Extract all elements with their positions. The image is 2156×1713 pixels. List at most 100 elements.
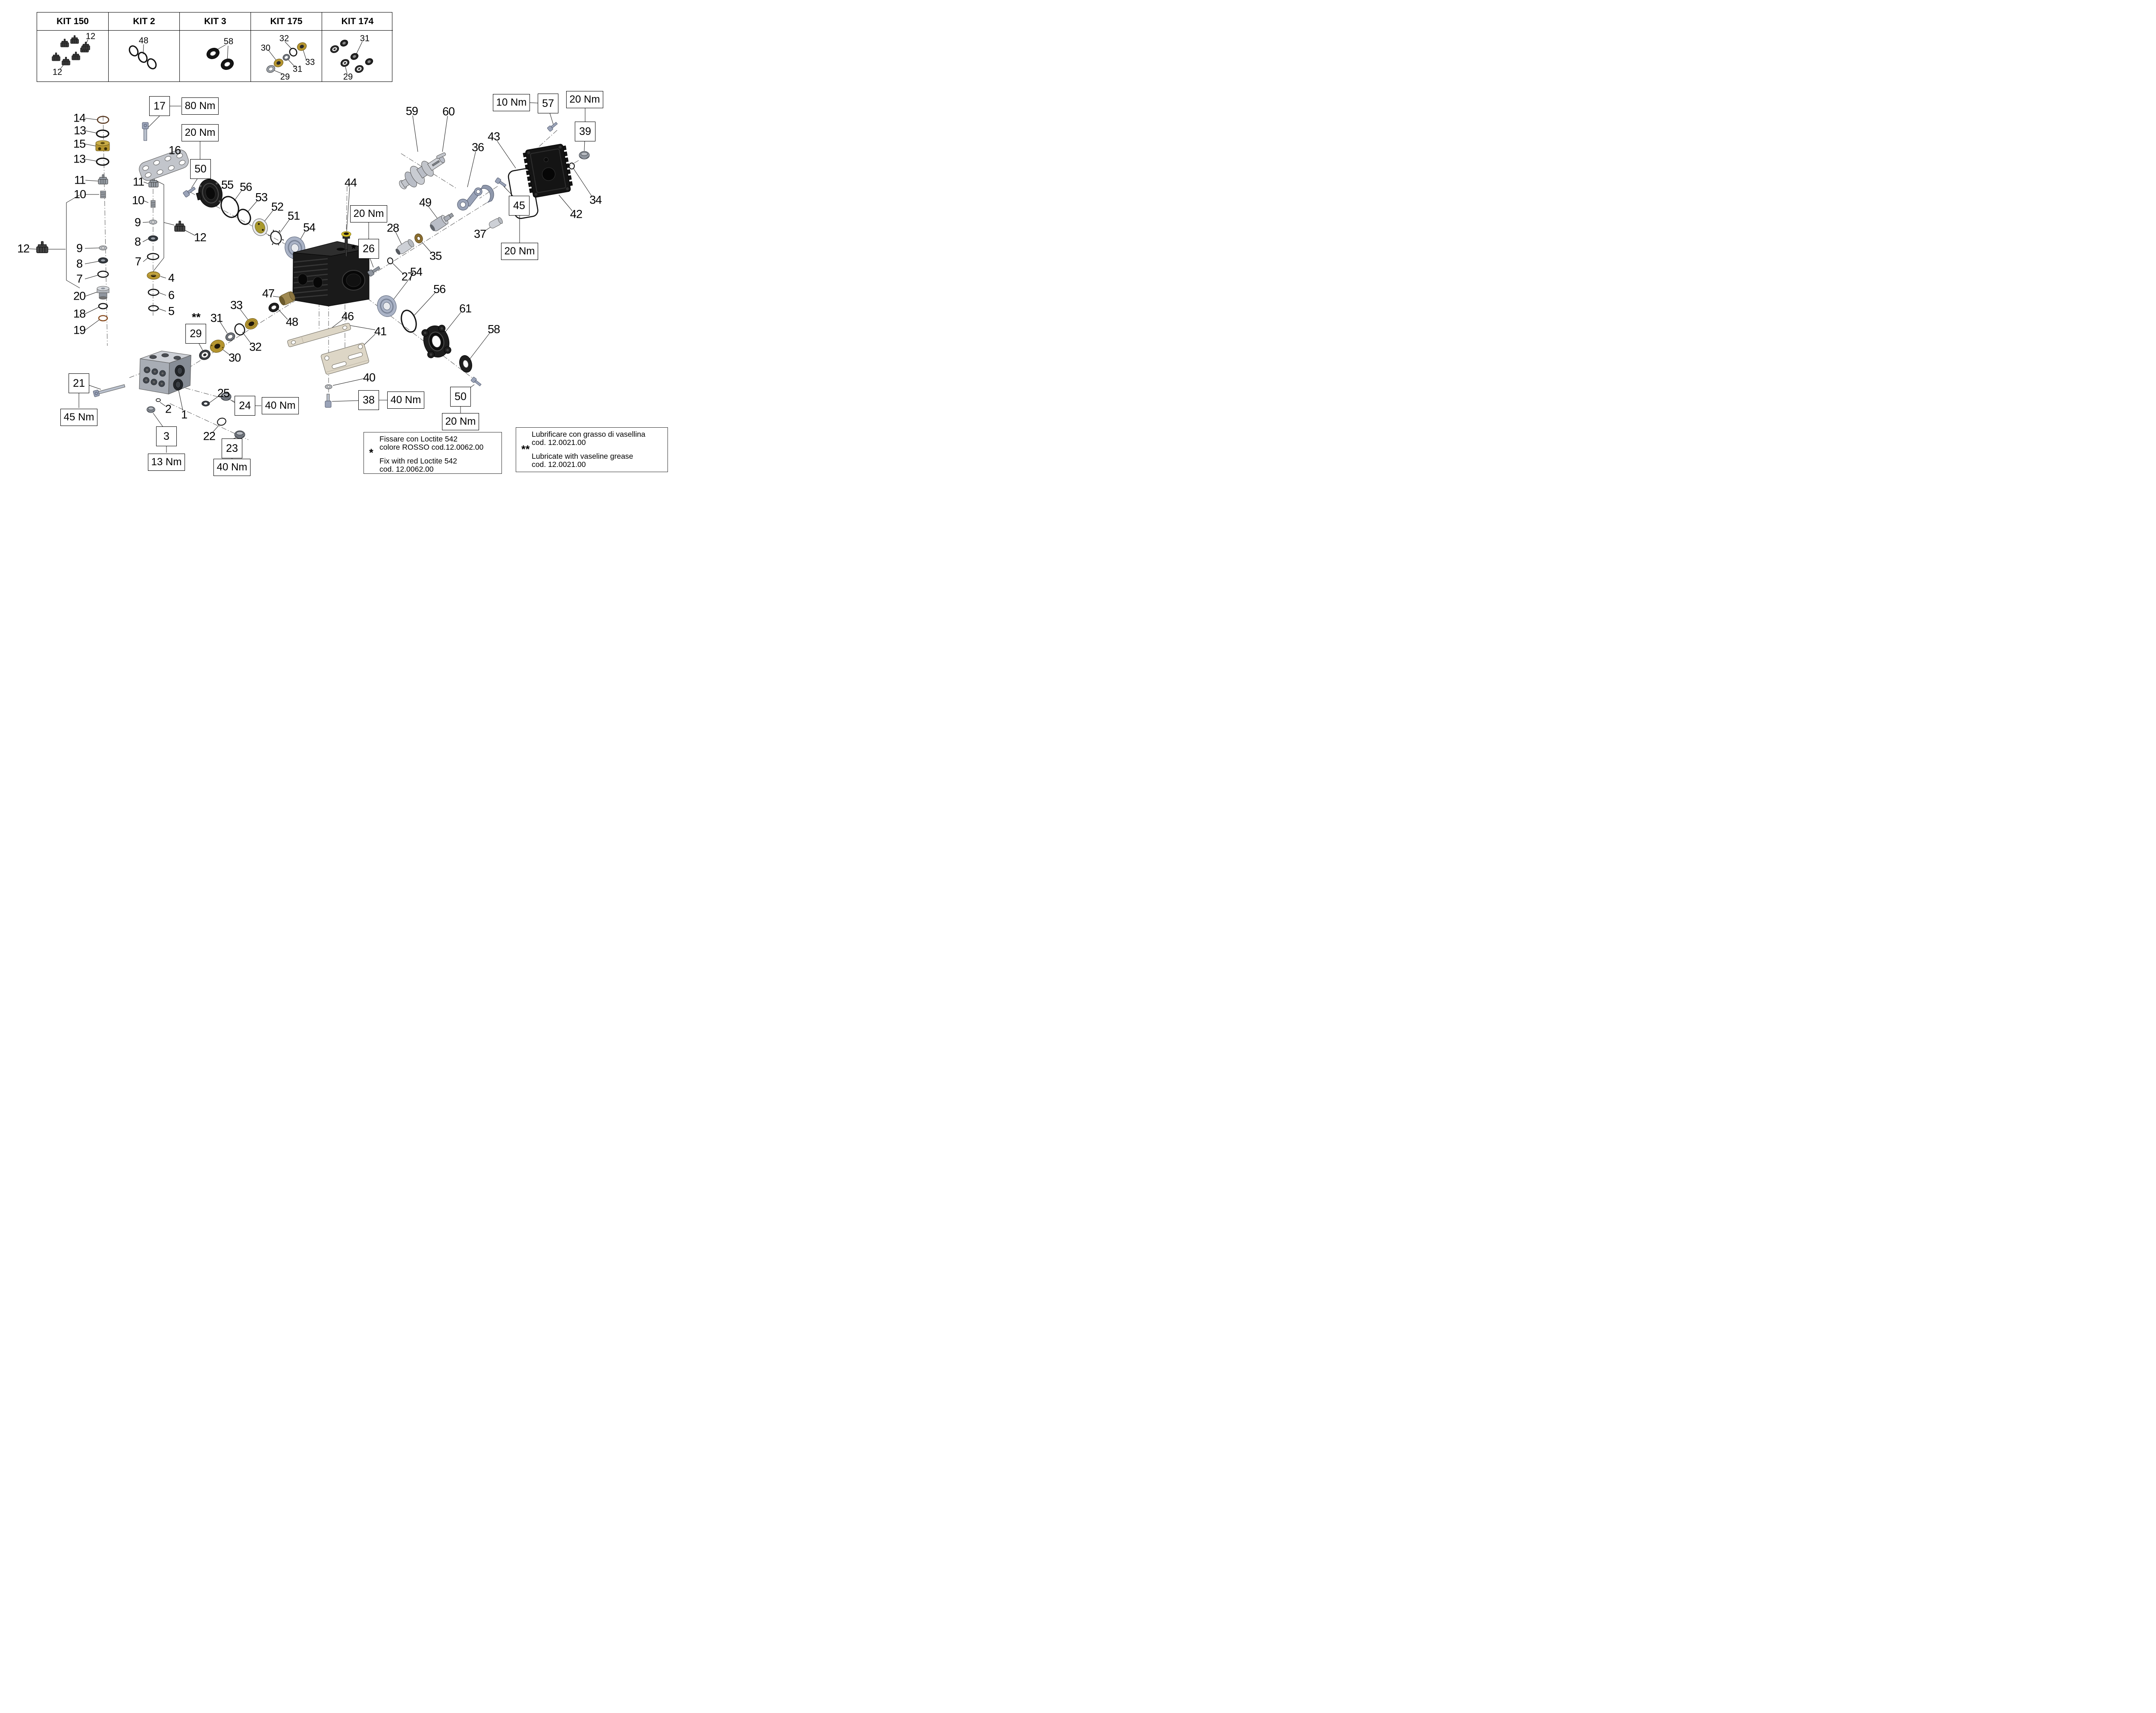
o-ring-2 xyxy=(156,398,161,402)
flange-61 xyxy=(421,325,451,358)
part-callout-7: 7 xyxy=(135,255,141,268)
torque-box-20-nm: 20 Nm xyxy=(182,124,219,141)
part-callout-49: 49 xyxy=(419,196,432,209)
o-ring-19 xyxy=(98,315,108,322)
grease-note-box: ** Lubrificare con grasso di vasellina c… xyxy=(516,427,668,472)
seal-housing-33 xyxy=(244,318,258,330)
spring-10 xyxy=(100,191,106,198)
part-callout-56: 56 xyxy=(239,180,252,194)
torque-box-40-nm: 40 Nm xyxy=(387,391,424,409)
part-callout-54: 54 xyxy=(410,265,423,279)
asterisk-marker: * xyxy=(351,242,356,255)
part-callout-16: 16 xyxy=(168,144,181,157)
torque-box-10-nm: 10 Nm xyxy=(493,94,530,111)
torque-box-20-nm: 20 Nm xyxy=(350,205,387,222)
left-column-parts xyxy=(36,116,110,322)
kit-part-callout-31: 31 xyxy=(292,64,303,74)
kit-column-174: KIT 174 xyxy=(322,13,393,81)
boxed-callout-38: 38 xyxy=(358,390,379,410)
stud-bolt-21 xyxy=(93,384,125,397)
o-ring-7b xyxy=(147,253,160,260)
boxed-callout-26: 26 xyxy=(358,239,379,259)
torque-box-13-nm: 13 Nm xyxy=(148,454,185,471)
part-callout-9: 9 xyxy=(134,216,141,229)
o-ring-13b xyxy=(96,157,110,166)
kit-174-header: KIT 174 xyxy=(322,13,393,31)
o-ring-18 xyxy=(98,303,108,310)
part-callout-25: 25 xyxy=(217,386,230,400)
valve-cap-15 xyxy=(95,140,110,151)
torque-box-20-nm: 20 Nm xyxy=(501,243,538,260)
o-ring-27 xyxy=(387,257,394,264)
boxed-callout-17: 17 xyxy=(149,96,170,116)
boxed-callout-21: 21 xyxy=(69,373,89,393)
part-callout-19: 19 xyxy=(73,323,86,337)
part-callout-27: 27 xyxy=(401,270,414,283)
part-callout-35: 35 xyxy=(429,249,442,263)
seal-housing-30 xyxy=(210,339,225,353)
kit-column-175: KIT 175 xyxy=(251,13,322,81)
kit-part-callout-29: 29 xyxy=(280,72,290,82)
o-ring-13 xyxy=(96,129,110,138)
o-ring-56b xyxy=(401,310,417,333)
part-callout-11: 11 xyxy=(132,175,144,188)
part-callout-51: 51 xyxy=(287,209,300,222)
part-callout-18: 18 xyxy=(73,307,86,320)
part-callout-60: 60 xyxy=(442,105,455,118)
seal-48 xyxy=(268,303,279,312)
torque-box-80-nm: 80 Nm xyxy=(182,97,219,115)
bracket-strip-46 xyxy=(287,323,351,347)
pin-37 xyxy=(489,217,503,229)
kit-part-callout-32: 32 xyxy=(279,34,289,44)
part-callout-2: 2 xyxy=(165,402,172,416)
bolt-17 xyxy=(142,122,149,141)
double-asterisk-marker: ** xyxy=(191,310,201,324)
boxed-callout-50: 50 xyxy=(190,159,211,179)
part-callout-14: 14 xyxy=(73,111,86,125)
o-ring-34 xyxy=(569,163,575,169)
boxed-callout-45: 45 xyxy=(509,196,530,216)
torque-box-40-nm: 40 Nm xyxy=(213,459,251,476)
kit-part-callout-30: 30 xyxy=(260,43,271,53)
part-callout-58: 58 xyxy=(487,323,500,336)
o-ring-6 xyxy=(147,288,160,296)
part-callout-40: 40 xyxy=(363,371,376,384)
seal-29 xyxy=(199,350,211,360)
part-callout-41: 41 xyxy=(374,325,387,338)
kit-150-header: KIT 150 xyxy=(37,13,108,31)
torque-box-20-nm: 20 Nm xyxy=(566,91,603,108)
washer-25 xyxy=(201,401,210,407)
bearing-flange-55 xyxy=(196,179,222,208)
grease-note-it-line2: cod. 12.0021.00 xyxy=(532,438,586,447)
camshaft-59 xyxy=(399,155,445,189)
kit3-parts xyxy=(206,47,234,70)
o-ring-14 xyxy=(97,116,110,124)
plunger-49 xyxy=(429,213,454,232)
part-callout-4: 4 xyxy=(168,271,175,285)
part-callout-61: 61 xyxy=(459,302,472,315)
kit-part-callout-29: 29 xyxy=(343,72,353,82)
boxed-callout-57: 57 xyxy=(538,94,558,113)
grease-note-en-line2: cod. 12.0021.00 xyxy=(532,460,586,469)
loctite-note-en-line1: Fix with red Loctite 542 xyxy=(379,457,457,465)
loctite-note-marker: * xyxy=(369,447,373,459)
part-callout-56: 56 xyxy=(433,282,446,296)
part-callout-55: 55 xyxy=(221,178,234,191)
head-cover-16 xyxy=(139,149,189,181)
cam-disc-52 xyxy=(252,218,268,236)
rear-cover-42 xyxy=(523,144,573,198)
lock-washer-51 xyxy=(268,229,284,246)
sleeve-28 xyxy=(395,239,414,255)
diagram-canvas xyxy=(28,35,592,459)
boxed-callout-24: 24 xyxy=(235,396,255,416)
part-callout-52: 52 xyxy=(271,200,284,213)
part-callout-12: 12 xyxy=(17,242,30,255)
part-callout-43: 43 xyxy=(487,130,500,143)
o-ring-32 xyxy=(234,323,245,336)
part-callout-13: 13 xyxy=(73,124,86,137)
kit-column-150: KIT 150 xyxy=(37,13,108,81)
part-callout-1: 1 xyxy=(181,408,188,421)
loctite-note-it-line1: Fissare con Loctite 542 xyxy=(379,435,458,443)
part-callout-13: 13 xyxy=(73,152,86,166)
